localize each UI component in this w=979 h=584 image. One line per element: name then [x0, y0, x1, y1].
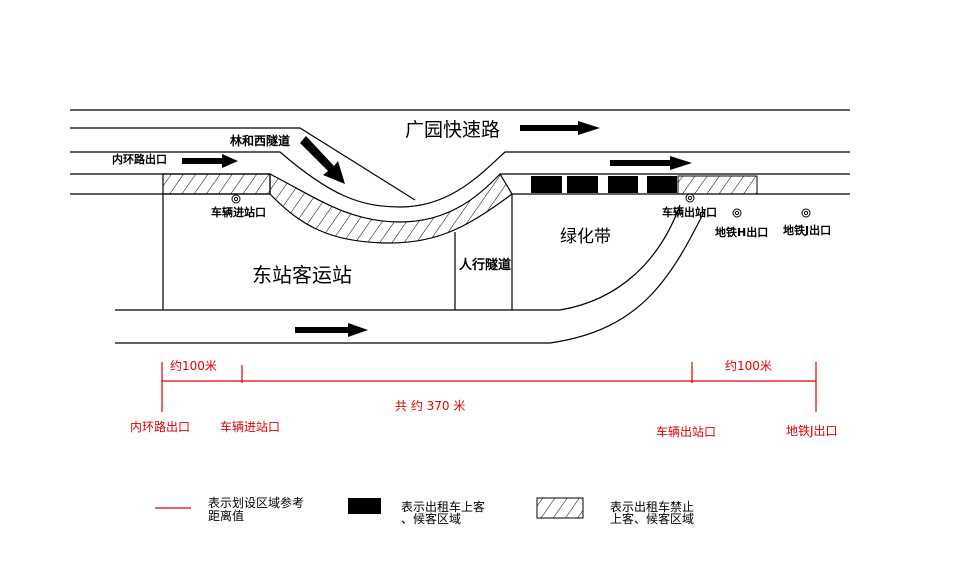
- taxi-zone: [567, 176, 598, 193]
- entrance-marker-icon: [231, 194, 241, 204]
- point-metro-j-exit: 地铁J出口: [786, 424, 838, 438]
- vehicle-entrance-label: 车辆进站口: [211, 205, 266, 219]
- total-distance: 共 约 370 米: [395, 398, 465, 413]
- station-outline: [162, 194, 513, 310]
- tunnel-label: 林和西隧道: [230, 133, 290, 148]
- right-distance: 约100米: [725, 358, 772, 373]
- left-distance: 约100米: [170, 358, 217, 373]
- green-belt-label: 绿化带: [560, 227, 611, 247]
- point-vehicle-exit: 车辆出站口: [656, 424, 716, 439]
- legend: 表示划设区域参考 距离值 表示出租车上客 、候客区域 表示出租车禁止 上客、候客…: [155, 495, 694, 526]
- legend-black-text-2: 、候客区域: [401, 511, 461, 526]
- no-taxi-zone-right: [677, 175, 758, 195]
- legend-hatch-swatch: [536, 497, 584, 519]
- taxi-pickup-zones: [531, 176, 677, 193]
- expressway-label: 广园快速路: [405, 119, 500, 141]
- legend-black-text-1: 表示出租车上客: [401, 499, 485, 514]
- arrow-right-icon: [520, 121, 600, 135]
- taxi-zone: [531, 176, 562, 193]
- point-vehicle-entrance: 车辆进站口: [220, 419, 280, 434]
- distance-measure: [161, 362, 817, 412]
- markers: [231, 193, 811, 218]
- metro-h-marker-icon: [732, 208, 742, 218]
- metro-h-exit-label: 地铁H出口: [715, 225, 768, 239]
- direction-arrows: [182, 121, 692, 337]
- legend-line-text-2: 距离值: [208, 508, 244, 523]
- exit-marker-icon: [685, 193, 695, 203]
- arrow-right-icon: [182, 154, 238, 168]
- metro-j-exit-label: 地铁J出口: [783, 223, 831, 237]
- legend-hatch-text-1: 表示出租车禁止: [610, 499, 694, 514]
- pedestrian-tunnel-label: 人行隧道: [459, 257, 511, 273]
- legend-black-swatch: [348, 498, 381, 514]
- no-taxi-zone-left: [162, 173, 271, 195]
- taxi-zone: [608, 176, 638, 193]
- arrow-down-right-icon: [300, 136, 345, 184]
- metro-j-marker-icon: [801, 208, 811, 218]
- station-label: 东站客运站: [252, 263, 352, 287]
- arrow-right-icon: [610, 156, 692, 170]
- taxi-zone: [647, 176, 677, 193]
- arrow-right-icon: [295, 323, 368, 337]
- vehicle-exit-label: 车辆出站口: [662, 205, 717, 219]
- legend-hatch-text-2: 上客、候客区域: [610, 511, 694, 526]
- point-inner-ring-exit: 内环路出口: [130, 419, 190, 434]
- inner-ring-exit-label: 内环路出口: [112, 152, 167, 166]
- legend-line-text-1: 表示划设区域参考: [208, 495, 304, 510]
